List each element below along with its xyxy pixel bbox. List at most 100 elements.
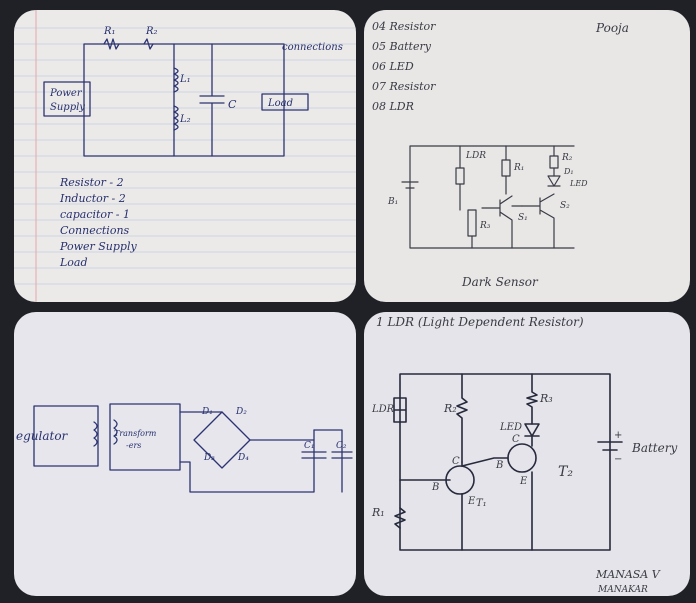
label-l2: L₂ <box>179 114 191 125</box>
resistor-r3-symbol <box>467 209 477 249</box>
list-item: 05 Battery <box>372 40 432 53</box>
list-item: Inductor - 2 <box>59 192 126 205</box>
capacitor-c-symbol <box>199 43 225 157</box>
label-s1: S₁ <box>518 213 528 223</box>
ldr-circuit-wires <box>393 373 623 551</box>
inductor-l1-symbol <box>173 67 179 93</box>
label-r2: R₂ <box>561 153 573 163</box>
label-ldr: LDR <box>371 404 395 415</box>
signature-line-1: MANASA V <box>595 568 661 581</box>
list-item: Load <box>59 256 88 269</box>
regulator-box <box>33 405 99 467</box>
list-item: capacitor - 1 <box>60 208 130 221</box>
label-r1: R₁ <box>103 26 116 37</box>
photo-lc-circuit: R₁ R₂ L₁ L₂ C Power Supply Load connecti… <box>14 10 356 302</box>
label-d2: D₂ <box>235 407 247 417</box>
led-symbol <box>547 175 561 187</box>
resistor-r2-symbol <box>143 38 154 50</box>
label-b1: B₁ <box>387 197 398 207</box>
ldr-circuit-sheet: 1 LDR (Light Dependent Resistor) LDR R₁ … <box>371 315 677 595</box>
label-transformer-1: Transform <box>114 429 157 438</box>
list-item: Connections <box>60 224 130 237</box>
label-led: LED <box>499 422 522 433</box>
label-d1: D₁ <box>201 407 213 417</box>
label-d4: D₄ <box>237 453 249 463</box>
label-b-left: B <box>431 482 439 493</box>
label-r1: R₁ <box>513 163 524 173</box>
rectifier-wires <box>33 403 353 493</box>
lc-circuit-sheet: R₁ R₂ L₁ L₂ C Power Supply Load connecti… <box>14 10 356 302</box>
label-regulator: egulator <box>16 429 69 443</box>
capacitor-c2-symbol <box>313 429 353 493</box>
label-c-left: C <box>452 456 460 467</box>
label-c-right: C <box>512 434 520 445</box>
resistor-r2-symbol <box>456 373 468 463</box>
signature-line-2: MANAKAR <box>597 585 648 595</box>
parts-list: 04 Resistor 05 Battery 06 LED 07 Resisto… <box>372 20 436 113</box>
resistor-r1-symbol <box>501 145 511 195</box>
ldr-circuit-title: 1 LDR (Light Dependent Resistor) <box>376 315 584 329</box>
resistor-r1-symbol <box>394 507 406 529</box>
label-r3: R₃ <box>539 392 553 405</box>
caption-dark-sensor: Dark Sensor <box>461 275 539 289</box>
inductor-l2-symbol <box>173 105 179 131</box>
transistor-t2-symbol <box>507 443 537 473</box>
label-t1: T₁ <box>476 498 487 509</box>
ruled-lines <box>14 10 356 302</box>
dark-sensor-wires <box>401 145 575 249</box>
label-c: C <box>228 98 237 111</box>
transformer-coil-symbol <box>113 419 118 445</box>
label-battery: Battery <box>631 441 677 455</box>
load-box <box>261 93 309 111</box>
label-power-supply-2: Supply <box>50 102 85 113</box>
label-ldr: LDR <box>465 151 486 161</box>
list-item: 07 Resistor <box>372 80 436 93</box>
label-load: Load <box>267 98 293 109</box>
label-t2: T₂ <box>558 464 573 480</box>
component-list: Resistor - 2 Inductor - 2 capacitor - 1 … <box>59 176 137 269</box>
led-symbol <box>524 423 540 437</box>
label-d3: D₃ <box>203 453 215 463</box>
list-item: Power Supply <box>59 240 137 253</box>
power-supply-box <box>43 81 91 117</box>
transistor-s1-symbol <box>481 195 513 249</box>
resistor-r3-symbol <box>526 373 538 425</box>
label-c2: C₂ <box>336 441 347 451</box>
label-r2: R₂ <box>145 26 158 37</box>
battery-b1-symbol <box>401 181 419 189</box>
transformer-box <box>109 403 181 471</box>
label-c1: C₁ <box>304 441 315 451</box>
capacitor-c1-symbol <box>249 439 327 459</box>
photo-rectifier-circuit: egulator Transform -ers D₁ D₂ D₃ D₄ C₁ C… <box>14 312 356 596</box>
label-minus: − <box>614 454 622 465</box>
photo-dark-sensor: Pooja 04 Resistor 05 Battery 06 LED 07 R… <box>364 10 690 302</box>
resistor-r2-symbol <box>549 145 559 177</box>
transistor-s2-symbol <box>521 193 555 249</box>
label-b-right: B <box>495 460 503 471</box>
rectifier-sheet: egulator Transform -ers D₁ D₂ D₃ D₄ C₁ C… <box>16 403 353 493</box>
bridge-diodes-symbol <box>193 411 251 469</box>
label-e-right: E <box>519 476 528 487</box>
label-plus: + <box>614 430 622 441</box>
label-d1: D₁ <box>563 167 574 176</box>
label-s2: S₂ <box>560 201 570 211</box>
label-transformer-2: -ers <box>126 441 141 450</box>
label-name-corner: Pooja <box>595 21 629 35</box>
ldr-symbol <box>393 397 407 423</box>
label-led: LED <box>569 179 588 188</box>
label-power-supply-1: Power <box>49 88 83 99</box>
photo-ldr-circuit: 1 LDR (Light Dependent Resistor) LDR R₁ … <box>364 312 690 596</box>
regulator-coil-symbol <box>93 421 98 447</box>
label-r3: R₃ <box>479 221 491 231</box>
label-r1: R₁ <box>371 506 385 519</box>
label-r2: R₂ <box>443 402 457 415</box>
list-item: 08 LDR <box>372 100 414 113</box>
list-item: 04 Resistor <box>372 20 436 33</box>
ldr-symbol <box>455 145 465 211</box>
resistor-r1-symbol <box>103 38 120 50</box>
lc-circuit-wires <box>43 38 309 157</box>
label-l1: L₁ <box>179 74 191 85</box>
dark-sensor-sheet: Pooja 04 Resistor 05 Battery 06 LED 07 R… <box>372 20 629 289</box>
list-item: Resistor - 2 <box>59 176 124 189</box>
label-e-left: E <box>467 496 476 507</box>
